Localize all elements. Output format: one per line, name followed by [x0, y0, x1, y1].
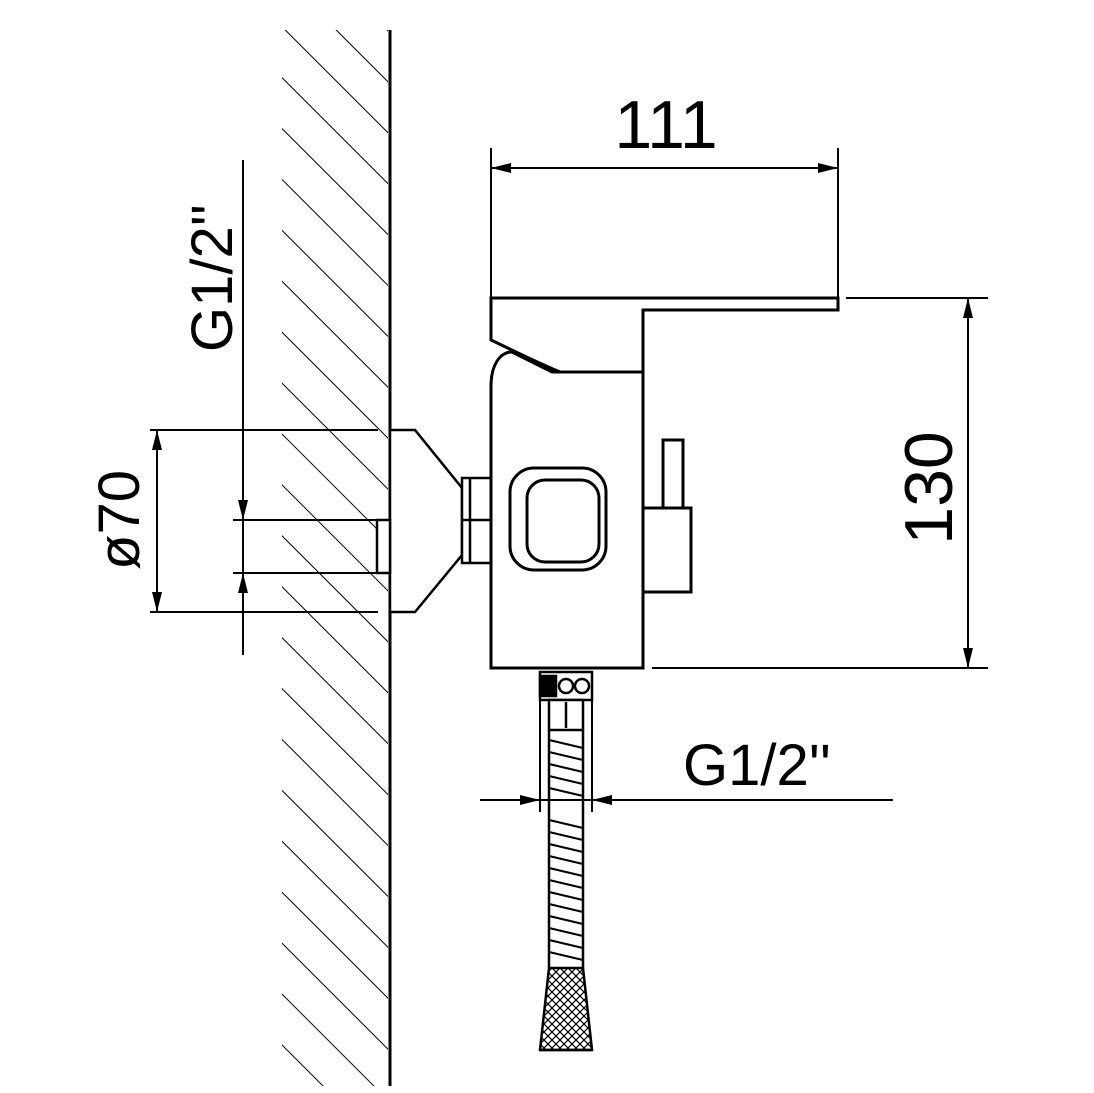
- side-knob-stem: [661, 438, 685, 510]
- diverter-inner: [525, 478, 601, 564]
- flange-diameter-dimension: [150, 429, 378, 613]
- wall-thread-label: G1/2'': [180, 204, 245, 352]
- flange-diameter-label: ø70: [87, 470, 152, 570]
- width-dimension: [490, 148, 839, 298]
- hose-end-cone: [538, 966, 594, 1052]
- hose-coil: [548, 739, 584, 961]
- wall-hatching: [282, 30, 388, 1086]
- mixer-lever: [489, 296, 840, 374]
- hose-thread-label: G1/2'': [683, 733, 831, 798]
- side-knob-base: [641, 506, 693, 594]
- hose-fitting-ring-2: [573, 677, 591, 695]
- mixer: [489, 296, 840, 670]
- hose-fitting-ring-1: [557, 677, 575, 695]
- shower-hose: [538, 670, 594, 1052]
- hose-fitting-dark: [538, 674, 558, 698]
- height-label: 130: [891, 431, 967, 544]
- flange-body: [388, 428, 464, 614]
- flange-stub: [375, 518, 392, 575]
- hose-thread-dimension: [480, 700, 893, 812]
- height-dimension: [652, 297, 988, 669]
- wall: [282, 30, 392, 1086]
- mixer-lever-joint: [511, 350, 561, 374]
- wall-flange: [375, 428, 502, 614]
- width-label: 111: [614, 87, 717, 163]
